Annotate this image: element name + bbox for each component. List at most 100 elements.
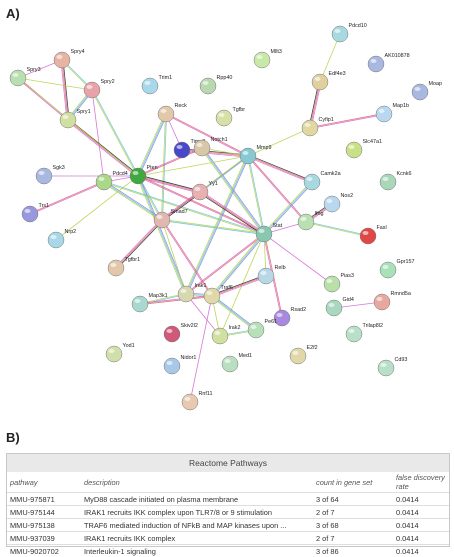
node-spry2[interactable]: Spry2 xyxy=(84,79,115,98)
node-label: Med1 xyxy=(239,353,253,359)
node-tgfbr1[interactable]: Tgfbr1 xyxy=(108,257,140,276)
node-spry4[interactable]: Spry4 xyxy=(54,49,85,68)
node-circle[interactable] xyxy=(346,326,362,342)
node-circle[interactable] xyxy=(240,148,256,164)
node-circle[interactable] xyxy=(142,78,158,94)
node-moap[interactable]: Moap xyxy=(412,81,442,100)
node-circle[interactable] xyxy=(204,288,220,304)
node-highlight xyxy=(243,151,249,155)
node-rmnd5a[interactable]: Rmnd5a xyxy=(374,291,411,310)
node-circle[interactable] xyxy=(130,168,146,184)
node-nidor1[interactable]: Nidor1 xyxy=(164,355,196,374)
node-fasl[interactable]: Fasl xyxy=(360,225,387,244)
node-circle[interactable] xyxy=(302,120,318,136)
node-circle[interactable] xyxy=(60,112,76,128)
node-circle[interactable] xyxy=(108,260,124,276)
node-circle[interactable] xyxy=(360,228,376,244)
node-highlight xyxy=(383,265,389,269)
node-circle[interactable] xyxy=(96,174,112,190)
node-circle[interactable] xyxy=(324,196,340,212)
node-circle[interactable] xyxy=(22,206,38,222)
node-circle[interactable] xyxy=(178,286,194,302)
node-gpr157[interactable]: Gpr157 xyxy=(380,259,414,278)
node-circle[interactable] xyxy=(54,52,70,68)
node-circle[interactable] xyxy=(378,360,394,376)
node-circle[interactable] xyxy=(36,168,52,184)
node-trim1[interactable]: Trim1 xyxy=(142,75,172,94)
node-slc47a1[interactable]: Slc47a1 xyxy=(346,139,382,158)
node-camk2a[interactable]: Camk2a xyxy=(304,171,341,190)
node-circle[interactable] xyxy=(164,358,180,374)
node-circle[interactable] xyxy=(48,232,64,248)
node-circle[interactable] xyxy=(10,70,26,86)
node-cd93[interactable]: Cd93 xyxy=(378,357,407,376)
node-circle[interactable] xyxy=(324,276,340,292)
node-circle[interactable] xyxy=(164,326,180,342)
node-trillap[interactable]: Trilap8l2 xyxy=(346,323,383,342)
node-stat[interactable]: Stat xyxy=(256,223,283,242)
node-circle[interactable] xyxy=(312,74,328,90)
node-mllt3[interactable]: Mllt3 xyxy=(254,49,282,68)
node-rpp40[interactable]: Rpp40 xyxy=(200,75,232,94)
node-circle[interactable] xyxy=(290,348,306,364)
node-e2f2[interactable]: E2f2 xyxy=(290,345,318,364)
node-circle[interactable] xyxy=(258,268,274,284)
node-edf4e3[interactable]: Edf4e3 xyxy=(312,71,346,90)
node-label: Mmp9 xyxy=(257,145,272,151)
node-circle[interactable] xyxy=(304,174,320,190)
node-mmp9[interactable]: Mmp9 xyxy=(240,145,271,164)
node-sgk3[interactable]: Sgk3 xyxy=(36,165,65,184)
node-circle[interactable] xyxy=(256,226,272,242)
node-pe61[interactable]: Pe61 xyxy=(248,319,277,338)
node-circle[interactable] xyxy=(368,56,384,72)
node-circle[interactable] xyxy=(376,106,392,122)
node-map1b[interactable]: Map1b xyxy=(376,103,409,122)
node-circle[interactable] xyxy=(412,84,428,100)
node-circle[interactable] xyxy=(254,52,270,68)
node-pias3[interactable]: Pias3 xyxy=(324,273,354,292)
node-ak010878[interactable]: AK010878 xyxy=(368,53,410,72)
node-med1[interactable]: Med1 xyxy=(222,353,252,372)
node-circle[interactable] xyxy=(380,174,396,190)
node-circle[interactable] xyxy=(158,106,174,122)
node-highlight xyxy=(145,81,151,85)
node-cyfip1[interactable]: Cyfip1 xyxy=(302,117,334,136)
node-ifng[interactable]: Ifng xyxy=(298,211,324,230)
node-circle[interactable] xyxy=(326,300,342,316)
node-rsad2[interactable]: Rsad2 xyxy=(274,307,306,326)
node-circle[interactable] xyxy=(216,110,232,126)
node-circle[interactable] xyxy=(222,356,238,372)
node-circle[interactable] xyxy=(346,142,362,158)
node-circle[interactable] xyxy=(212,328,228,344)
node-circle[interactable] xyxy=(106,346,122,362)
node-yy1[interactable]: Yy1 xyxy=(192,181,218,200)
node-nrp2[interactable]: Nrp2 xyxy=(48,229,76,248)
node-circle[interactable] xyxy=(182,394,198,410)
node-circle[interactable] xyxy=(84,82,100,98)
node-label: Yy1 xyxy=(209,181,218,187)
node-irak2[interactable]: Irak2 xyxy=(212,325,240,344)
node-circle[interactable] xyxy=(248,322,264,338)
node-circle[interactable] xyxy=(332,26,348,42)
node-tgfbr[interactable]: Tgfbr xyxy=(216,107,245,126)
node-skiv2l2[interactable]: Skiv2l2 xyxy=(164,323,198,342)
node-circle[interactable] xyxy=(380,262,396,278)
node-trs1[interactable]: Trs1 xyxy=(22,203,49,222)
node-circle[interactable] xyxy=(298,214,314,230)
node-circle[interactable] xyxy=(154,212,170,228)
node-circle[interactable] xyxy=(192,184,208,200)
node-smad7[interactable]: Smad7 xyxy=(154,209,188,228)
network-edge xyxy=(92,90,138,176)
node-kcnk6[interactable]: Kcnk6 xyxy=(380,171,411,190)
node-reck[interactable]: Reck xyxy=(158,103,187,122)
node-circle[interactable] xyxy=(200,78,216,94)
node-rnf11[interactable]: Rnf11 xyxy=(182,391,212,410)
node-gid4[interactable]: Gid4 xyxy=(326,297,354,316)
node-circle[interactable] xyxy=(374,294,390,310)
node-circle[interactable] xyxy=(174,142,190,158)
node-circle[interactable] xyxy=(194,140,210,156)
node-yod1[interactable]: Yod1 xyxy=(106,343,135,362)
node-pdcd10[interactable]: Pdcd10 xyxy=(332,23,367,42)
node-nos2[interactable]: Nos2 xyxy=(324,193,353,212)
node-circle[interactable] xyxy=(132,296,148,312)
